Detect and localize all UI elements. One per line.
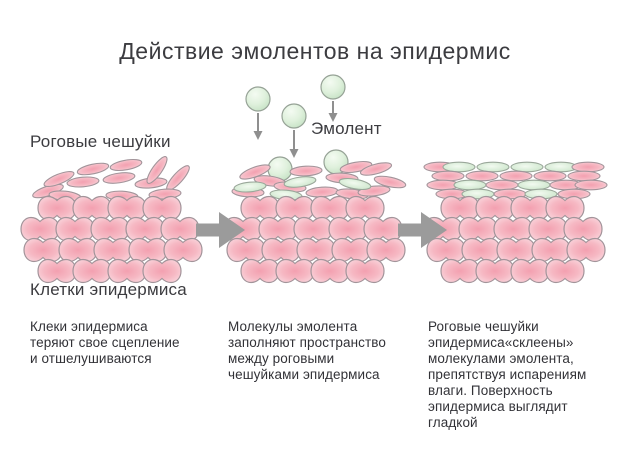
caption-step-3: Роговые чешуйки эпидермиса«склеены» моле… xyxy=(428,319,587,430)
caption-step-2: Молекулы эмолента заполняют пространство… xyxy=(228,319,387,382)
label-horny-scales: Роговые чешуйки xyxy=(30,132,171,151)
label-epidermis-cells: Клетки эпидермиса xyxy=(30,280,187,299)
diagram-title: Действие эмолентов на эпидермис xyxy=(119,38,511,64)
caption-step-1: Клеки эпидермиса теряют свое сцепление и… xyxy=(30,319,180,366)
label-emollient: Эмолент xyxy=(311,119,382,138)
panel-step-2 xyxy=(223,149,408,284)
arrow-right-icon xyxy=(196,212,245,248)
emollient-drops-falling xyxy=(245,74,346,158)
arrow-right-icon xyxy=(398,212,447,248)
panel-step-3 xyxy=(423,161,608,284)
panel-step-1 xyxy=(20,153,203,284)
